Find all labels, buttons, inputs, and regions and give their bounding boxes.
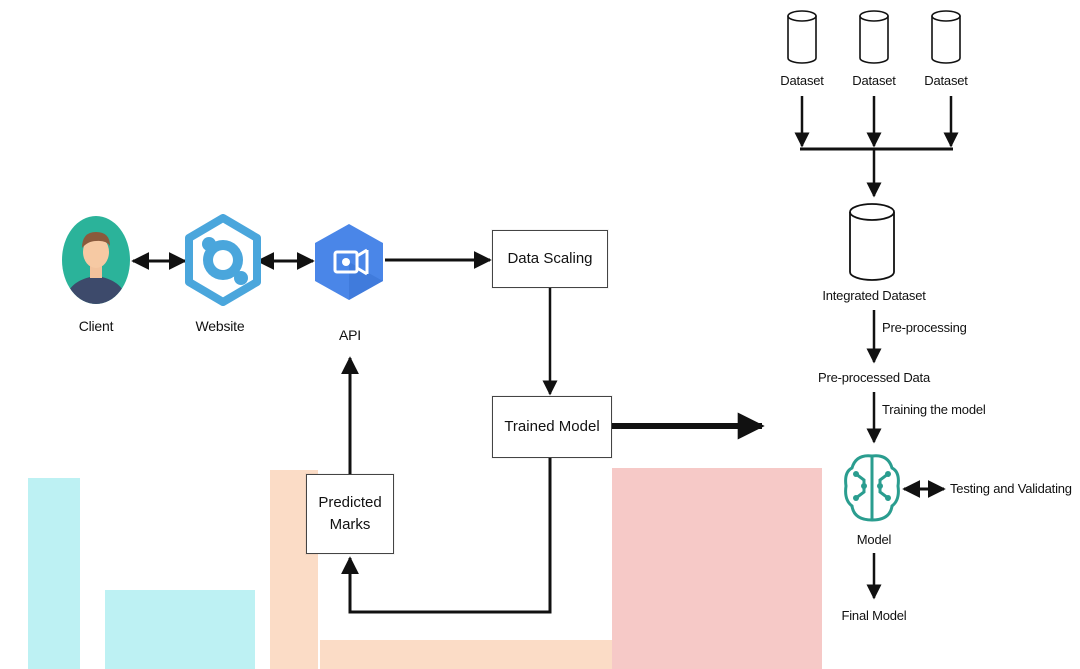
dataset-3-database-icon bbox=[931, 10, 961, 64]
model-brain-icon bbox=[844, 454, 900, 522]
preprocessed-data-label: Pre-processed Data bbox=[817, 370, 931, 385]
preprocessing-edge-label: Pre-processing bbox=[882, 320, 967, 335]
client-label: Client bbox=[78, 318, 114, 334]
dataset-2-database-icon bbox=[859, 10, 889, 64]
integrated-dataset-label: Integrated Dataset bbox=[822, 288, 926, 303]
data-scaling-label: Data Scaling bbox=[507, 250, 593, 268]
training-edge-label: Training the model bbox=[882, 402, 986, 417]
website-cloud-icon bbox=[185, 214, 261, 306]
predicted-marks-label-line2: Marks bbox=[329, 516, 371, 533]
trained-model-label: Trained Model bbox=[504, 418, 600, 436]
dataset-1-database-icon bbox=[787, 10, 817, 64]
dataset-1-label: Dataset bbox=[780, 73, 824, 88]
edge-trainedmodel-predictedmarks bbox=[341, 458, 552, 614]
api-hexagon-icon bbox=[315, 224, 383, 300]
final-model-label: Final Model bbox=[841, 608, 907, 623]
api-label: API bbox=[339, 327, 361, 343]
website-label: Website bbox=[195, 318, 245, 334]
dataset-3-label: Dataset bbox=[924, 73, 968, 88]
data-scaling-box: Data Scaling bbox=[492, 230, 608, 288]
predicted-marks-box: Predicted Marks bbox=[306, 474, 394, 554]
dataset-2-label: Dataset bbox=[852, 73, 896, 88]
model-label: Model bbox=[856, 532, 892, 547]
trained-model-box: Trained Model bbox=[492, 396, 612, 458]
testing-validating-label: Testing and Validating bbox=[950, 481, 1072, 496]
predicted-marks-label-line1: Predicted bbox=[318, 494, 382, 512]
integrated-dataset-database-icon bbox=[849, 203, 895, 281]
client-avatar-icon bbox=[62, 216, 130, 304]
